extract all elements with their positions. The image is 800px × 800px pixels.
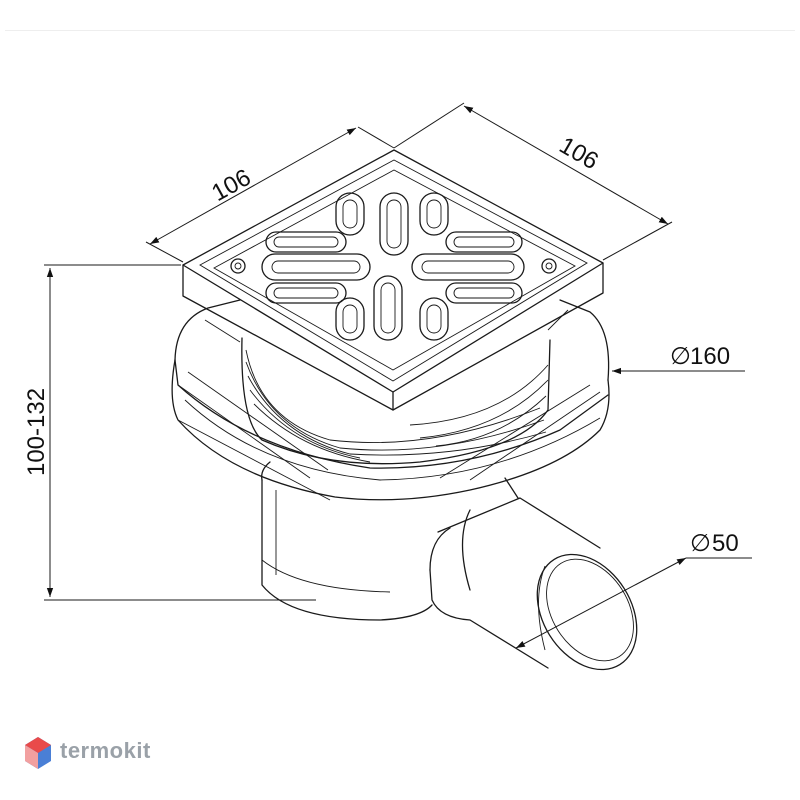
dimension-flange-diameter: ∅ 160 — [612, 343, 745, 375]
top-divider — [5, 30, 795, 31]
dimension-height: 100-132 — [23, 264, 316, 601]
brand-name[interactable]: termokit — [60, 738, 151, 763]
dimension-outlet-diameter: ∅ 50 — [515, 530, 752, 649]
diameter-symbol-50: ∅ — [690, 530, 711, 557]
diameter-symbol-160: ∅ — [670, 343, 691, 370]
dimension-width-right: 106 — [393, 102, 673, 261]
screw-left — [230, 258, 246, 274]
hexagon-cube-icon — [25, 737, 51, 769]
dimension-label-flange-diameter: 160 — [690, 343, 730, 370]
dimension-label-width-left: 106 — [207, 164, 255, 207]
drain-body — [261, 461, 519, 621]
screw-right — [541, 258, 557, 274]
outlet-pipe — [429, 497, 638, 671]
threaded-neck — [241, 337, 551, 465]
flange — [171, 299, 610, 501]
dimension-label-outlet-diameter: 50 — [712, 530, 739, 557]
dimension-label-height: 100-132 — [23, 388, 50, 476]
dimension-label-width-right: 106 — [555, 132, 603, 175]
